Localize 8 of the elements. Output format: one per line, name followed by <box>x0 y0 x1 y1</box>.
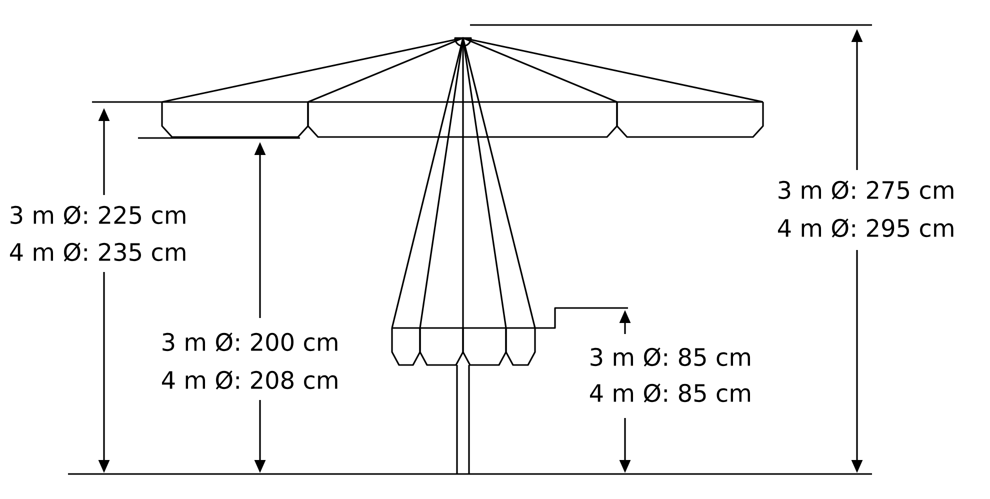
dimension-label: 4 m Ø: 85 cm <box>590 383 750 403</box>
dimension-label: 3 m Ø: 85 cm <box>590 347 750 367</box>
dimension-label: 4 m Ø: 208 cm <box>162 370 338 390</box>
dimension-label: 3 m Ø: 225 cm <box>10 205 186 225</box>
dimension-label: 3 m Ø: 275 cm <box>778 180 954 200</box>
dimension-label: 4 m Ø: 295 cm <box>778 218 954 238</box>
dimension-label: 3 m Ø: 200 cm <box>162 332 338 352</box>
dimension-label: 4 m Ø: 235 cm <box>10 242 186 262</box>
